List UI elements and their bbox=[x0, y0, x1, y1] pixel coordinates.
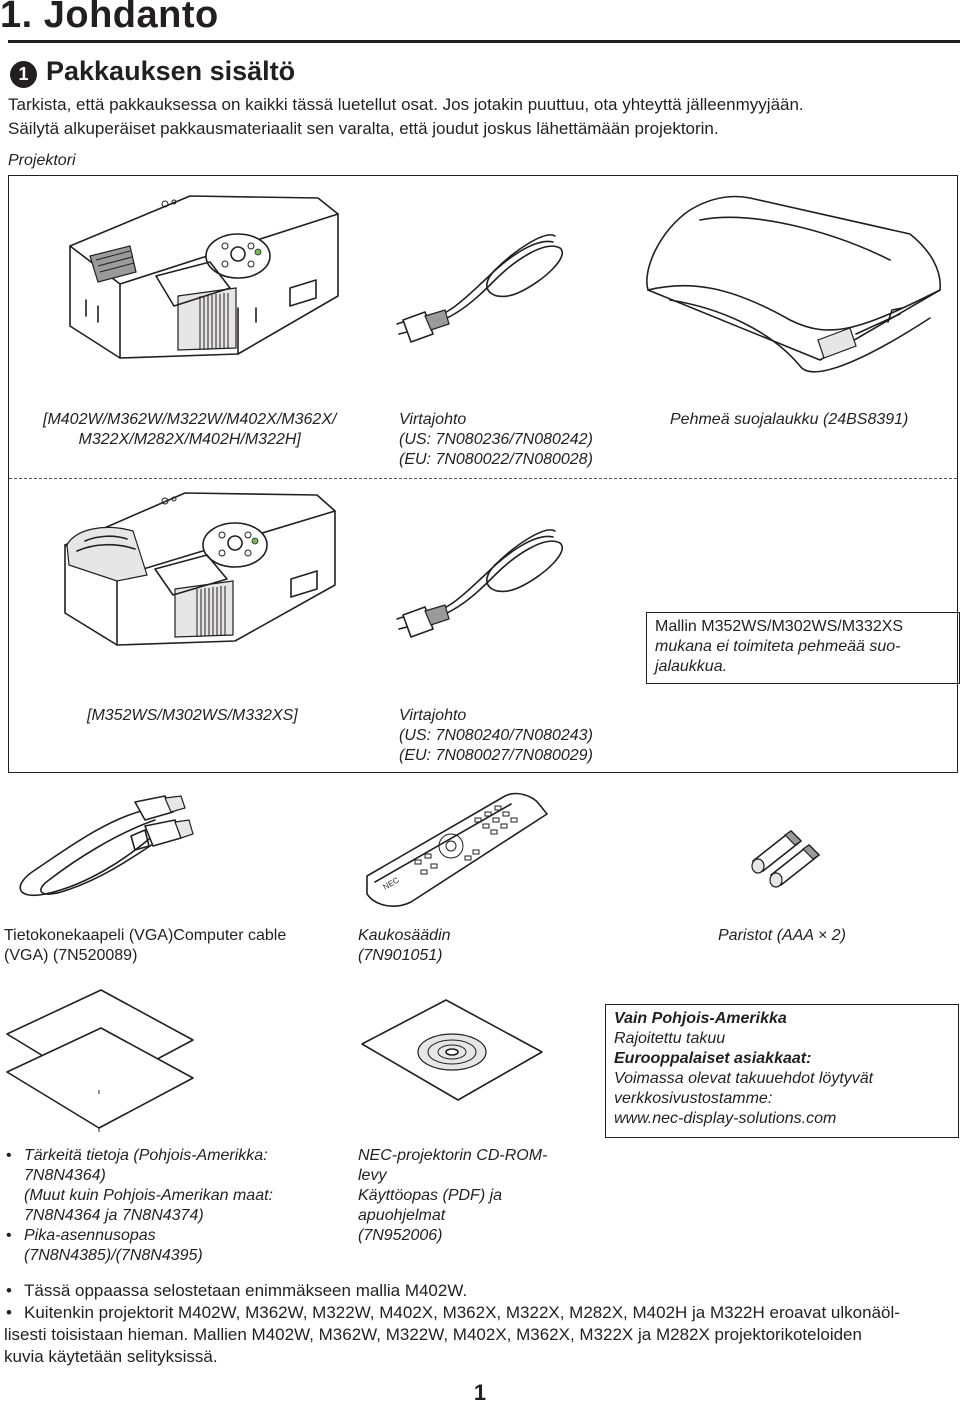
batteries-illustration bbox=[751, 830, 820, 888]
power-cord-name: Virtajohto bbox=[399, 411, 467, 428]
power-cord-ws-illustration bbox=[396, 529, 563, 638]
projector-illustration bbox=[69, 195, 339, 359]
ws-note-line-2: mukana ei toimiteta pehmeää suo- bbox=[655, 638, 901, 655]
projector-models-line-2: M322X/M282X/M402H/M322H] bbox=[78, 431, 301, 448]
vga-cable-line-2: (VGA) (7N520089) bbox=[4, 947, 138, 964]
remote-code: (7N901051) bbox=[358, 947, 443, 964]
chapter-title: 1. Johdanto bbox=[0, 0, 219, 36]
warranty-na-text: Rajoitettu takuu bbox=[614, 1030, 726, 1047]
power-cord-illustration bbox=[396, 234, 563, 343]
power-cord-us: (US: 7N080236/7N080242) bbox=[399, 431, 593, 448]
vga-cable-illustration bbox=[19, 795, 194, 897]
list-item: Tärkeitä tietoja (Pohjois-Amerikka: 7N8N… bbox=[4, 1146, 273, 1226]
projector-ws-caption: [M352WS/M302WS/M332XS] bbox=[87, 707, 298, 724]
page-number: 1 bbox=[473, 1380, 487, 1405]
cdrom-line-1: NEC-projektorin CD-ROM- bbox=[358, 1147, 548, 1164]
soft-case-caption: Pehmeä suojalaukku (24BS8391) bbox=[670, 411, 909, 428]
vga-cable-line-1: Tietokonekaapeli (VGA)Computer cable bbox=[4, 927, 287, 944]
note-2-line-2: lisesti toisistaan hieman. Mallien M402W… bbox=[4, 1325, 862, 1344]
warranty-na-heading: Vain Pohjois-Amerikka bbox=[614, 1010, 787, 1027]
dashed-divider bbox=[9, 478, 957, 479]
power-cord-eu: (EU: 7N080022/7N080028) bbox=[399, 451, 593, 468]
info-doc-line-2: 7N8N4364) bbox=[24, 1167, 106, 1184]
warranty-eu-line-2: verkkosivustostamme: bbox=[614, 1090, 773, 1107]
cdrom-line-5: (7N952006) bbox=[358, 1227, 443, 1244]
documents-illustration bbox=[6, 989, 194, 1132]
power-cord-ws-caption: Virtajohto (US: 7N080240/7N080243) (EU: … bbox=[399, 706, 593, 766]
warranty-box: Vain Pohjois-Amerikka Rajoitettu takuu E… bbox=[605, 1004, 959, 1138]
power-cord-caption: Virtajohto (US: 7N080236/7N080242) (EU: … bbox=[399, 410, 593, 470]
manual-notes-list: Tässä oppaassa selostetaan enimmäkseen m… bbox=[4, 1280, 959, 1368]
quick-guide-line-2: (7N8N4385)/(7N8N4395) bbox=[24, 1247, 203, 1264]
projector-ws-illustration bbox=[64, 492, 336, 646]
info-doc-line-4: 7N8N4364 ja 7N8N4374) bbox=[24, 1207, 204, 1224]
projector-label: Projektori bbox=[8, 152, 76, 169]
cdrom-line-3: Käyttöopas (PDF) ja bbox=[358, 1187, 503, 1204]
note-1: Tässä oppaassa selostetaan enimmäkseen m… bbox=[24, 1281, 468, 1300]
warranty-eu-heading: Eurooppalaiset asiakkaat: bbox=[614, 1050, 812, 1067]
ws-note-line-3: jalaukkua. bbox=[655, 658, 728, 675]
batteries-caption: Paristot (AAA × 2) bbox=[718, 927, 846, 944]
power-cord-ws-eu: (EU: 7N080027/7N080029) bbox=[399, 747, 593, 764]
list-item: Kuitenkin projektorit M402W, M362W, M322… bbox=[4, 1302, 959, 1368]
note-2-line-3: kuvia käytetään selityksissä. bbox=[4, 1347, 218, 1366]
soft-case-illustration bbox=[646, 195, 941, 373]
cdrom-caption: NEC-projektorin CD-ROM- levy Käyttöopas … bbox=[358, 1146, 547, 1246]
intro-line-1: Tarkista, että pakkauksessa on kaikki tä… bbox=[8, 95, 804, 114]
section-number-badge: 1 bbox=[10, 61, 37, 88]
list-item: Tässä oppaassa selostetaan enimmäkseen m… bbox=[4, 1280, 959, 1302]
quick-guide-line-1: Pika-asennusopas bbox=[24, 1227, 156, 1244]
ws-note-line-1: Mallin M352WS/M302WS/M332XS bbox=[655, 618, 904, 635]
intro-line-2: Säilytä alkuperäiset pakkausmateriaalit … bbox=[8, 119, 719, 138]
vga-cable-caption: Tietokonekaapeli (VGA)Computer cable (VG… bbox=[4, 926, 286, 966]
warranty-eu-url: www.nec-display-solutions.com bbox=[614, 1110, 837, 1127]
projector-models-caption: [M402W/M362W/M322W/M402X/M362X/ M322X/M2… bbox=[43, 410, 336, 450]
info-doc-line-3: (Muut kuin Pohjois-Amerikan maat: bbox=[24, 1187, 273, 1204]
remote-illustration: NEC bbox=[366, 792, 548, 907]
note-2-line-1: Kuitenkin projektorit M402W, M362W, M322… bbox=[24, 1303, 900, 1322]
list-item: Pika-asennusopas (7N8N4385)/(7N8N4395) bbox=[4, 1226, 273, 1266]
projector-contents-box bbox=[8, 175, 958, 773]
chapter-rule bbox=[8, 40, 960, 43]
warranty-eu-line-1: Voimassa olevat takuuehdot löytyvät bbox=[614, 1070, 874, 1087]
info-doc-line-1: Tärkeitä tietoja (Pohjois-Amerikka: bbox=[24, 1147, 268, 1164]
info-documents-list: Tärkeitä tietoja (Pohjois-Amerikka: 7N8N… bbox=[4, 1146, 273, 1266]
remote-caption: Kaukosäädin (7N901051) bbox=[358, 926, 451, 966]
cdrom-line-2: levy bbox=[358, 1167, 387, 1184]
power-cord-ws-name: Virtajohto bbox=[399, 707, 467, 724]
cdrom-line-4: apuohjelmat bbox=[358, 1207, 446, 1224]
ws-note-box: Mallin M352WS/M302WS/M332XS mukana ei to… bbox=[646, 612, 960, 684]
power-cord-ws-us: (US: 7N080240/7N080243) bbox=[399, 727, 593, 744]
section-title: Pakkauksen sisältö bbox=[46, 56, 296, 86]
projector-models-line-1: [M402W/M362W/M322W/M402X/M362X/ bbox=[43, 411, 337, 428]
remote-name: Kaukosäädin bbox=[358, 927, 451, 944]
cdrom-illustration bbox=[361, 999, 543, 1101]
